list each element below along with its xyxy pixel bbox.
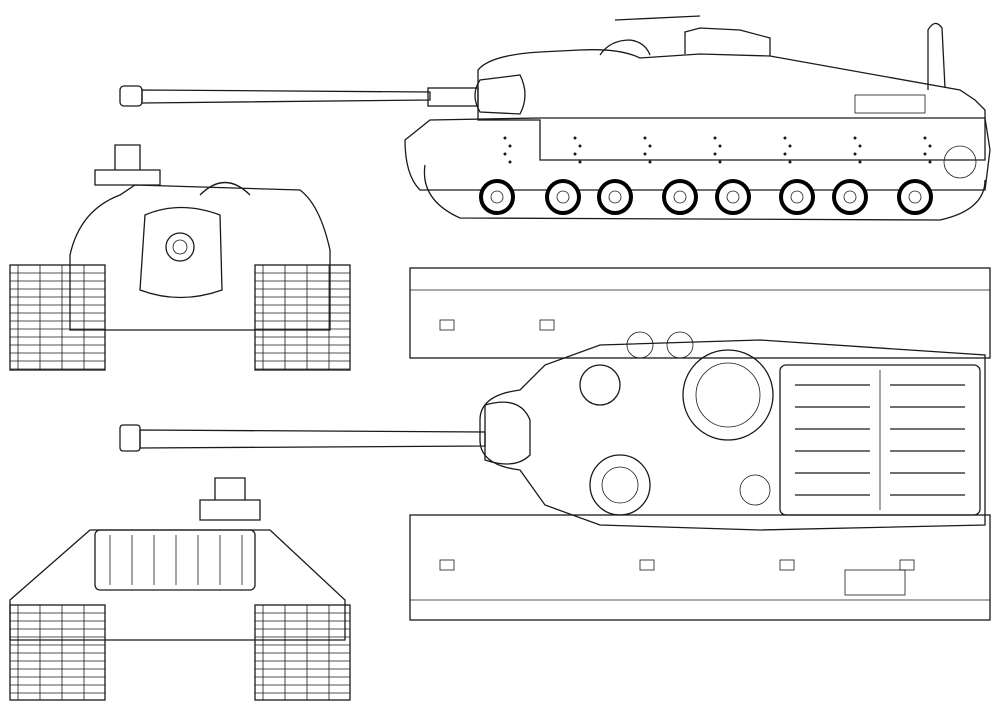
rivet: [573, 136, 577, 140]
side-track-skirt: [404, 117, 991, 191]
rivet: [508, 144, 512, 148]
vent: [439, 559, 455, 571]
wheel-hub: [556, 190, 570, 204]
side-gun-mantlet: [474, 74, 526, 115]
front-cupola: [199, 181, 251, 196]
rivet: [578, 160, 582, 164]
top-right-track-unit: [409, 514, 991, 621]
front-hull: [69, 184, 331, 331]
wheel-hub: [726, 190, 740, 204]
rivet: [713, 136, 717, 140]
rivet: [573, 152, 577, 156]
rivet: [788, 144, 792, 148]
front-gun-mantlet: [139, 206, 223, 299]
track-block: [254, 604, 351, 701]
track-block: [254, 264, 351, 371]
side-track: [423, 164, 986, 221]
rivet: [858, 144, 862, 148]
front-view: [9, 144, 351, 371]
rivet: [783, 152, 787, 156]
front-gun-muzzle: [165, 232, 195, 262]
rear-engine-deck: [94, 529, 256, 591]
top-gun-mantlet: [484, 401, 531, 465]
road-wheel: [597, 179, 633, 215]
wheel-hub: [673, 190, 687, 204]
rivet: [578, 144, 582, 148]
rivet: [503, 152, 507, 156]
rivet: [853, 136, 857, 140]
rear-grilles: [109, 535, 243, 585]
rivet: [923, 136, 927, 140]
track-block: [9, 604, 106, 701]
top-engine-grilles: [795, 384, 965, 496]
top-vents: [439, 319, 915, 571]
top-gun-barrel: [119, 424, 486, 452]
rivet: [923, 152, 927, 156]
vent: [439, 319, 455, 331]
top-view: [119, 267, 991, 621]
road-wheel: [479, 179, 515, 215]
rear-view: [9, 477, 351, 701]
rivet: [713, 152, 717, 156]
wheel-hub: [608, 190, 622, 204]
vent: [779, 559, 795, 571]
top-stowage-box: [844, 569, 906, 596]
rear-machine-gun-mount: [199, 477, 261, 521]
rivet: [508, 160, 512, 164]
road-wheel: [897, 179, 933, 215]
rivet: [503, 136, 507, 140]
side-machine-gun-cupola: [684, 27, 771, 56]
front-machine-gun-mount: [94, 144, 161, 186]
vent: [639, 559, 655, 571]
wheel-hub: [490, 190, 504, 204]
top-periscope-hatch: [579, 364, 621, 406]
road-wheel: [662, 179, 698, 215]
vent: [899, 559, 915, 571]
side-road-wheels: [479, 179, 933, 215]
road-wheel: [715, 179, 751, 215]
rivet: [648, 144, 652, 148]
top-machine-gun-cupola: [682, 349, 774, 441]
top-hatch: [589, 454, 651, 516]
rivet: [928, 160, 932, 164]
wheel-hub: [790, 190, 804, 204]
top-engine-deck: [779, 364, 981, 516]
side-idler-wheel: [943, 145, 977, 179]
side-stowage-box: [854, 94, 926, 114]
rivet: [928, 144, 932, 148]
wheel-hub: [843, 190, 857, 204]
side-hull-superstructure: [477, 49, 986, 161]
side-gun-barrel: [119, 85, 479, 107]
front-tracks: [9, 264, 351, 371]
rivet: [858, 160, 862, 164]
rivet: [788, 160, 792, 164]
rivet: [643, 152, 647, 156]
rivet: [853, 152, 857, 156]
road-wheel: [832, 179, 868, 215]
rivet: [648, 160, 652, 164]
side-rear-periscope: [927, 22, 946, 90]
wheel-hub: [908, 190, 922, 204]
vent: [539, 319, 555, 331]
side-view: [119, 15, 991, 221]
rivet: [643, 136, 647, 140]
rivet: [783, 136, 787, 140]
rivet: [718, 160, 722, 164]
rear-hull: [9, 529, 346, 641]
track-block: [9, 264, 106, 371]
rivet: [718, 144, 722, 148]
side-machine-gun: [614, 15, 701, 21]
top-left-track-unit: [409, 267, 991, 359]
road-wheel: [779, 179, 815, 215]
road-wheel: [545, 179, 581, 215]
side-hatch: [599, 39, 651, 56]
top-hull: [479, 339, 986, 531]
rear-tracks: [9, 604, 351, 701]
side-rivets: [503, 136, 932, 164]
